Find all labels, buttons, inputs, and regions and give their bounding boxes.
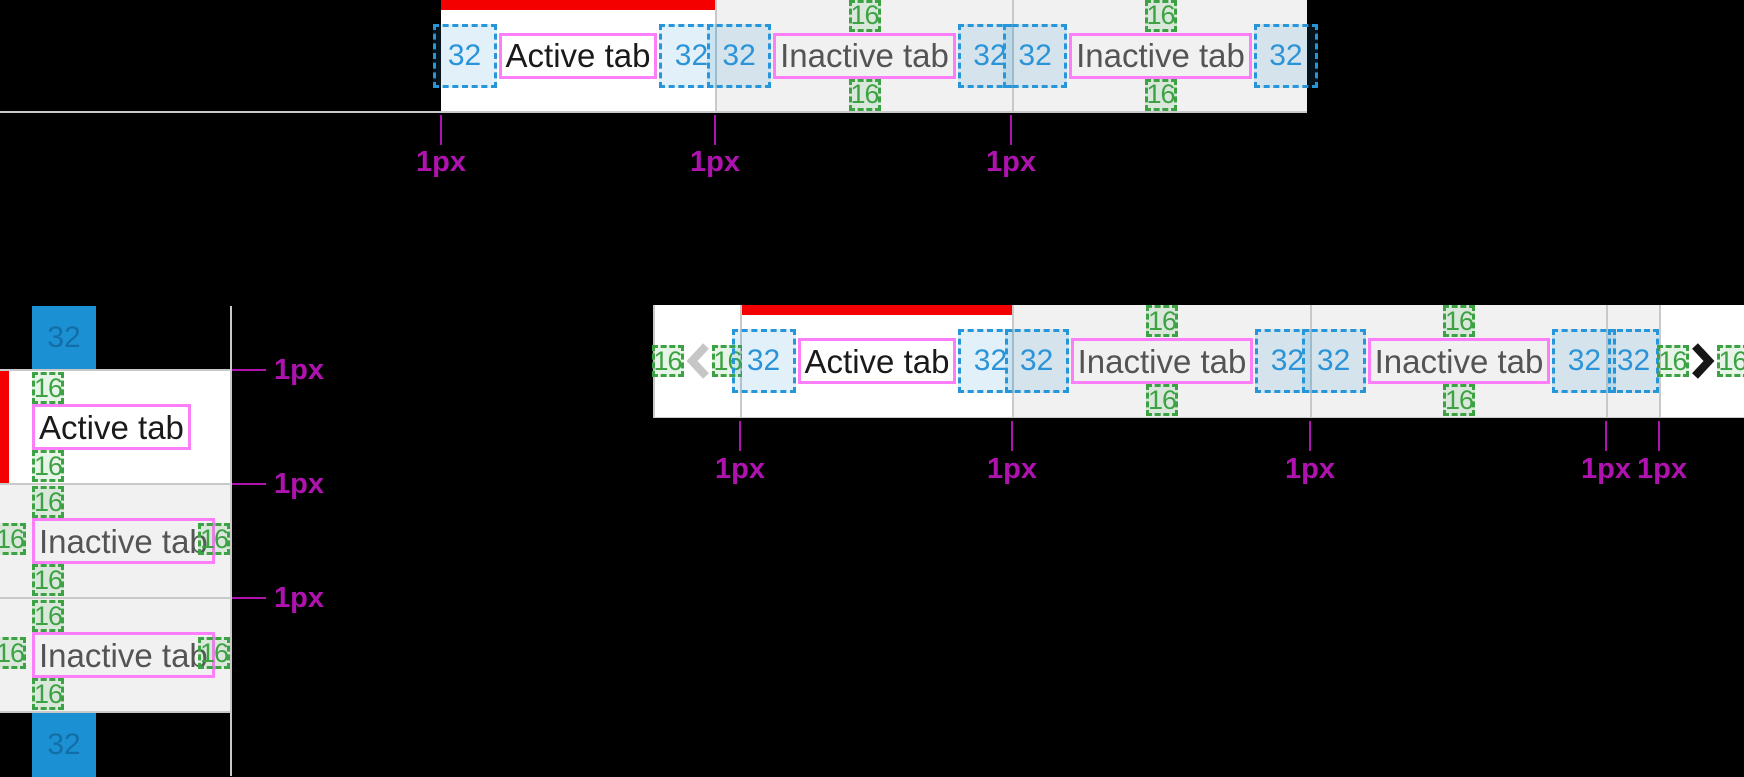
selected-indicator [441,0,715,10]
tab-label-annotation-box: Active tab [32,404,191,450]
spacing-32-box: 32 [1254,24,1318,88]
touch-target-32-square: 32 [32,713,96,777]
tab-inactive[interactable]: 32 16 Inactive tab 16 32 [1014,305,1310,417]
tab-label-annotation-box: Inactive tab [32,632,215,678]
spacing-16-box: 16 [32,486,64,518]
spacing-16-box: 16 [32,600,64,632]
spacing-32-box: 32 [1302,329,1366,393]
measurement-tick [232,369,266,371]
measurement-label: 1px [1581,455,1631,484]
spacing-16-box: 16 [32,564,64,596]
spacing-32-box: 32 [433,24,497,88]
measurement-label: 1px [274,584,324,613]
scrollable-tab-bar: 16 16 32 Active tab 32 32 16 Inactive ta… [653,305,1744,417]
measurement-tick [232,597,266,599]
tab-inactive[interactable]: 32 16 Inactive tab 16 32 [1014,0,1307,111]
spacing-16-box: 16 [849,0,881,32]
spacing-16-box: 16 [1146,305,1178,337]
measurement-label: 1px [274,356,324,385]
tab-active[interactable]: 32 Active tab 32 [441,0,715,111]
tab-label-annotation-box: Inactive tab [1071,338,1254,384]
tab-label-wrap: 16 Inactive tab 16 [1069,33,1252,79]
tab-inactive[interactable]: 32 16 Inactive tab 16 32 [717,0,1012,111]
spacing-16-box: 16 [1145,79,1177,111]
measurement-tick [1309,421,1311,451]
spacing-16-box: 16 [1657,345,1689,377]
spacing-16-box: 16 [1146,384,1178,416]
spacing-32-box: 32 [1003,24,1067,88]
top-bar-underline [0,111,1307,113]
tab-active[interactable]: 16 Active tab 16 [0,371,230,483]
touch-target-32-square: 32 [32,306,96,370]
spacing-16-box: 16 [198,637,230,669]
tab-label-wrap: 16 Inactive tab 16 [773,33,956,79]
spacing-16-box: 16 [0,637,26,669]
tab-inactive[interactable]: 32 16 Inactive tab 16 32 [1312,305,1606,417]
spacing-32-box: 32 [707,24,771,88]
tab-label-annotation-box: Inactive tab [1368,338,1551,384]
scroll-left-button[interactable]: 16 16 [655,305,740,417]
tab-label-annotation-box: Active tab [798,338,957,384]
tab-inactive[interactable]: 16 16 Inactive tab 16 16 [0,485,230,597]
tab-label-wrap: 16 Inactive tab 16 [1368,338,1551,384]
measurement-tick [739,421,741,451]
tab-label-annotation-box: Active tab [499,33,658,79]
measurement-label: 1px [416,148,466,177]
spacing-16-box: 16 [1443,384,1475,416]
tab-inactive[interactable]: 16 16 Inactive tab 16 16 [0,599,230,711]
chevron-left-icon [686,343,710,379]
tab-active[interactable]: 32 Active tab 32 [742,305,1012,417]
measurement-tick [1011,421,1013,451]
measurement-tick [714,115,716,145]
spacing-16-box: 16 [198,523,230,555]
measurement-tick [1605,421,1607,451]
spacing-16-box: 16 [1145,0,1177,32]
scroll-right-button[interactable]: 16 16 [1661,305,1744,417]
spacing-16-box: 16 [32,372,64,404]
measurement-tick [440,115,442,145]
top-tab-bar: 32 Active tab 32 32 16 Inactive tab 16 3… [441,0,1307,111]
measurement-label: 1px [690,148,740,177]
selected-indicator [0,371,9,483]
tab-label-wrap: 16 Inactive tab 16 [1071,338,1254,384]
spacing-16-box: 16 [32,450,64,482]
spacing-16-box: 16 [652,345,684,377]
measurement-label: 1px [986,148,1036,177]
spacing-32-box: 32 [732,329,796,393]
measurement-label: 1px [1285,455,1335,484]
chevron-right-icon [1691,343,1715,379]
selected-indicator [742,305,1012,315]
measurement-tick [1010,115,1012,145]
tab-label-annotation-box: Inactive tab [1069,33,1252,79]
tab-label-annotation-box: Inactive tab [773,33,956,79]
spacing-16-box: 16 [849,79,881,111]
spacing-16-box: 16 [1443,305,1475,337]
measurement-label: 1px [1637,455,1687,484]
measurement-label: 1px [987,455,1037,484]
measurement-label: 1px [274,470,324,499]
spacing-16-box: 16 [1717,345,1744,377]
spacing-16-box: 16 [0,523,26,555]
spacing-32-box: 32 [1552,329,1616,393]
measurement-label: 1px [715,455,765,484]
measurement-tick [232,483,266,485]
tab-label-annotation-box: Inactive tab [32,518,215,564]
measurement-tick [1658,421,1660,451]
vertical-list-edge-line [230,306,232,776]
spacing-32-box: 32 [1005,329,1069,393]
spacing-16-box: 16 [32,678,64,710]
